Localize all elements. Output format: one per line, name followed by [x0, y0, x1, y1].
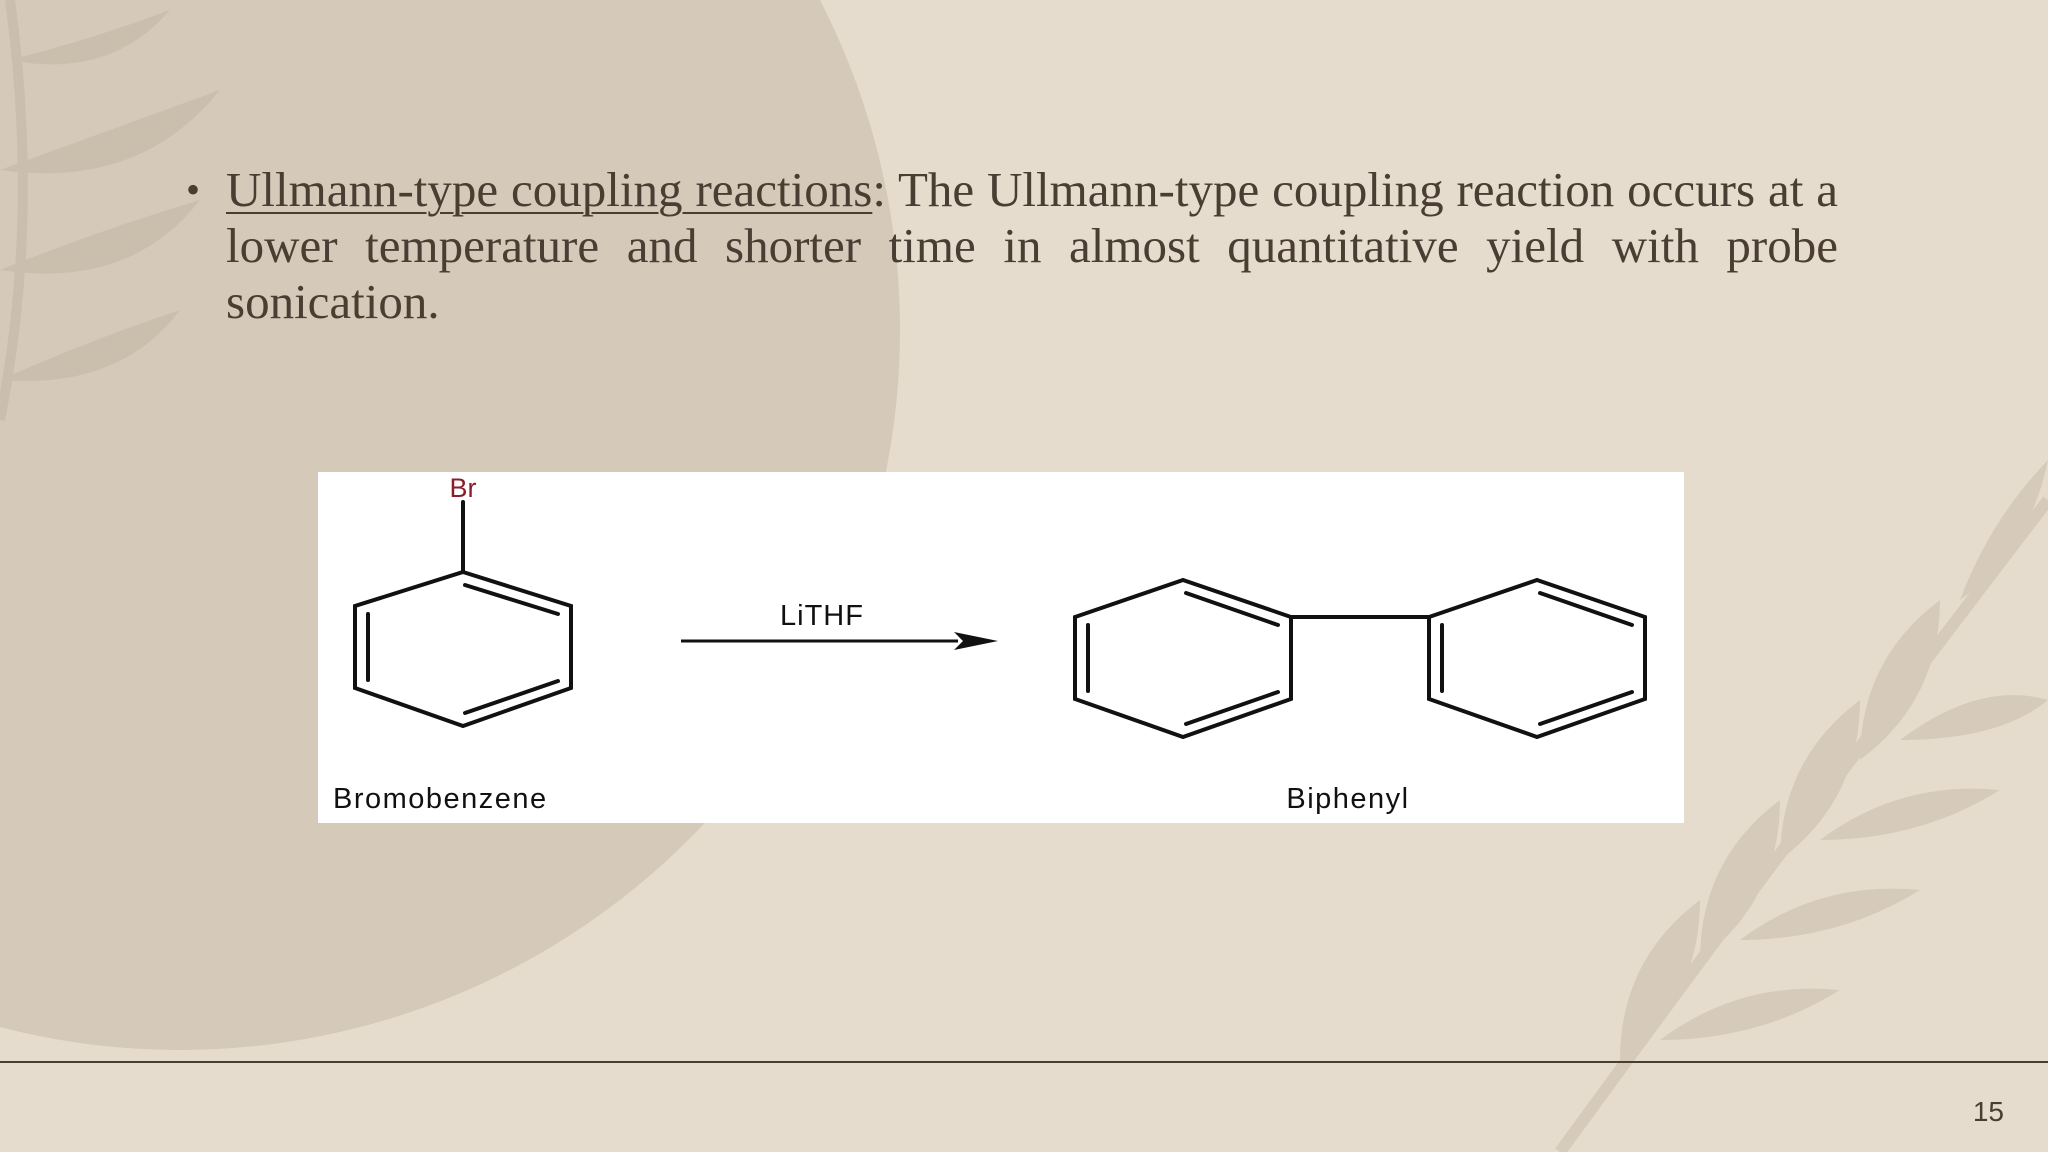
- bullet-term: Ullmann-type coupling reactions: [226, 162, 873, 217]
- leaf-decoration-bottom-right: [1555, 460, 2048, 1152]
- footer-divider: [0, 1061, 2048, 1063]
- bromobenzene-ring: [353, 569, 573, 729]
- product-name-label: Biphenyl: [1286, 783, 1409, 815]
- bullet-text: Ullmann-type coupling reactions: The Ull…: [226, 162, 1838, 330]
- ring-double-bond: [1184, 690, 1280, 726]
- ring-double-bond: [463, 679, 560, 715]
- ring-double-bond: [463, 583, 560, 616]
- bullet-paragraph: • Ullmann-type coupling reactions: The U…: [186, 162, 1838, 330]
- reagent-label: LiTHF: [780, 600, 864, 632]
- ring-double-bond: [1184, 591, 1280, 627]
- bromobenzene-structure: [353, 500, 573, 729]
- ring-double-bond: [1538, 591, 1634, 627]
- reactant-name-label: Bromobenzene: [333, 783, 548, 815]
- bullet-body: The Ullmann-type coupling reaction occur…: [226, 162, 1838, 329]
- reaction-arrow: [681, 632, 998, 650]
- biphenyl-ring-right: [1427, 577, 1647, 740]
- page-number: 15: [1972, 1096, 2004, 1127]
- bromine-label: Br: [450, 473, 477, 503]
- ring-double-bond: [1538, 690, 1634, 726]
- biphenyl-structure: [1073, 577, 1647, 740]
- bullet-separator: :: [872, 162, 886, 217]
- leaf-decoration-top-left: [0, 0, 220, 421]
- reaction-scheme-figure: Br LiTHF Bromobenzene Biphenyl: [318, 472, 1684, 823]
- bullet-marker: •: [186, 167, 201, 212]
- biphenyl-ring-left: [1073, 577, 1293, 740]
